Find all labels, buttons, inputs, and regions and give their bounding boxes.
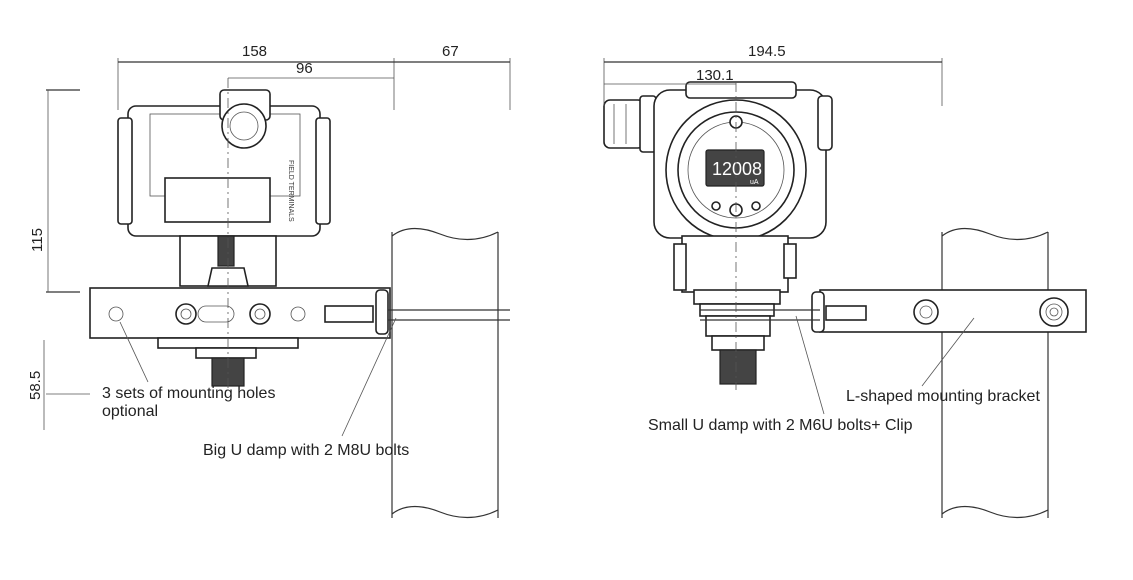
left-bracket xyxy=(89,287,510,339)
label-l-bracket: L-shaped mounting bracket xyxy=(846,388,1040,405)
right-bracket xyxy=(700,289,1087,333)
dim-96: 96 xyxy=(296,60,313,77)
dim-115: 115 xyxy=(29,228,46,252)
dim-58-5: 58.5 xyxy=(27,371,44,400)
label-mounting-holes: 3 sets of mounting holes xyxy=(102,385,275,402)
right-top-dimensions: 194.5 130.1 xyxy=(603,43,943,106)
dim-158: 158 xyxy=(242,43,267,60)
left-view: FIELD TERMINALS xyxy=(27,43,511,519)
label-small-u-clamp: Small U damp with 2 M6U bolts+ Clip xyxy=(648,417,913,434)
display-unit: uA xyxy=(750,179,759,186)
dim-194-5: 194.5 xyxy=(748,43,786,60)
left-pipe xyxy=(391,227,499,519)
left-side-dimensions: 115 58.5 xyxy=(27,89,90,430)
right-transmitter-housing: 12008 uA xyxy=(653,81,833,241)
label-mounting-holes-optional: optional xyxy=(102,403,158,420)
dim-67: 67 xyxy=(442,43,459,60)
display-reading: 12008 xyxy=(712,159,762,179)
right-cable-gland xyxy=(603,95,657,153)
dim-130-1: 130.1 xyxy=(696,67,734,84)
housing-label: FIELD TERMINALS xyxy=(287,160,294,222)
left-top-dimensions: 158 67 96 xyxy=(117,43,511,110)
left-transmitter-housing: FIELD TERMINALS xyxy=(117,89,331,287)
right-lower-body xyxy=(673,235,797,385)
right-pipe xyxy=(941,227,1049,519)
label-big-u-clamp: Big U damp with 2 M8U bolts xyxy=(203,442,409,459)
right-view: 12008 uA xyxy=(603,43,1087,519)
